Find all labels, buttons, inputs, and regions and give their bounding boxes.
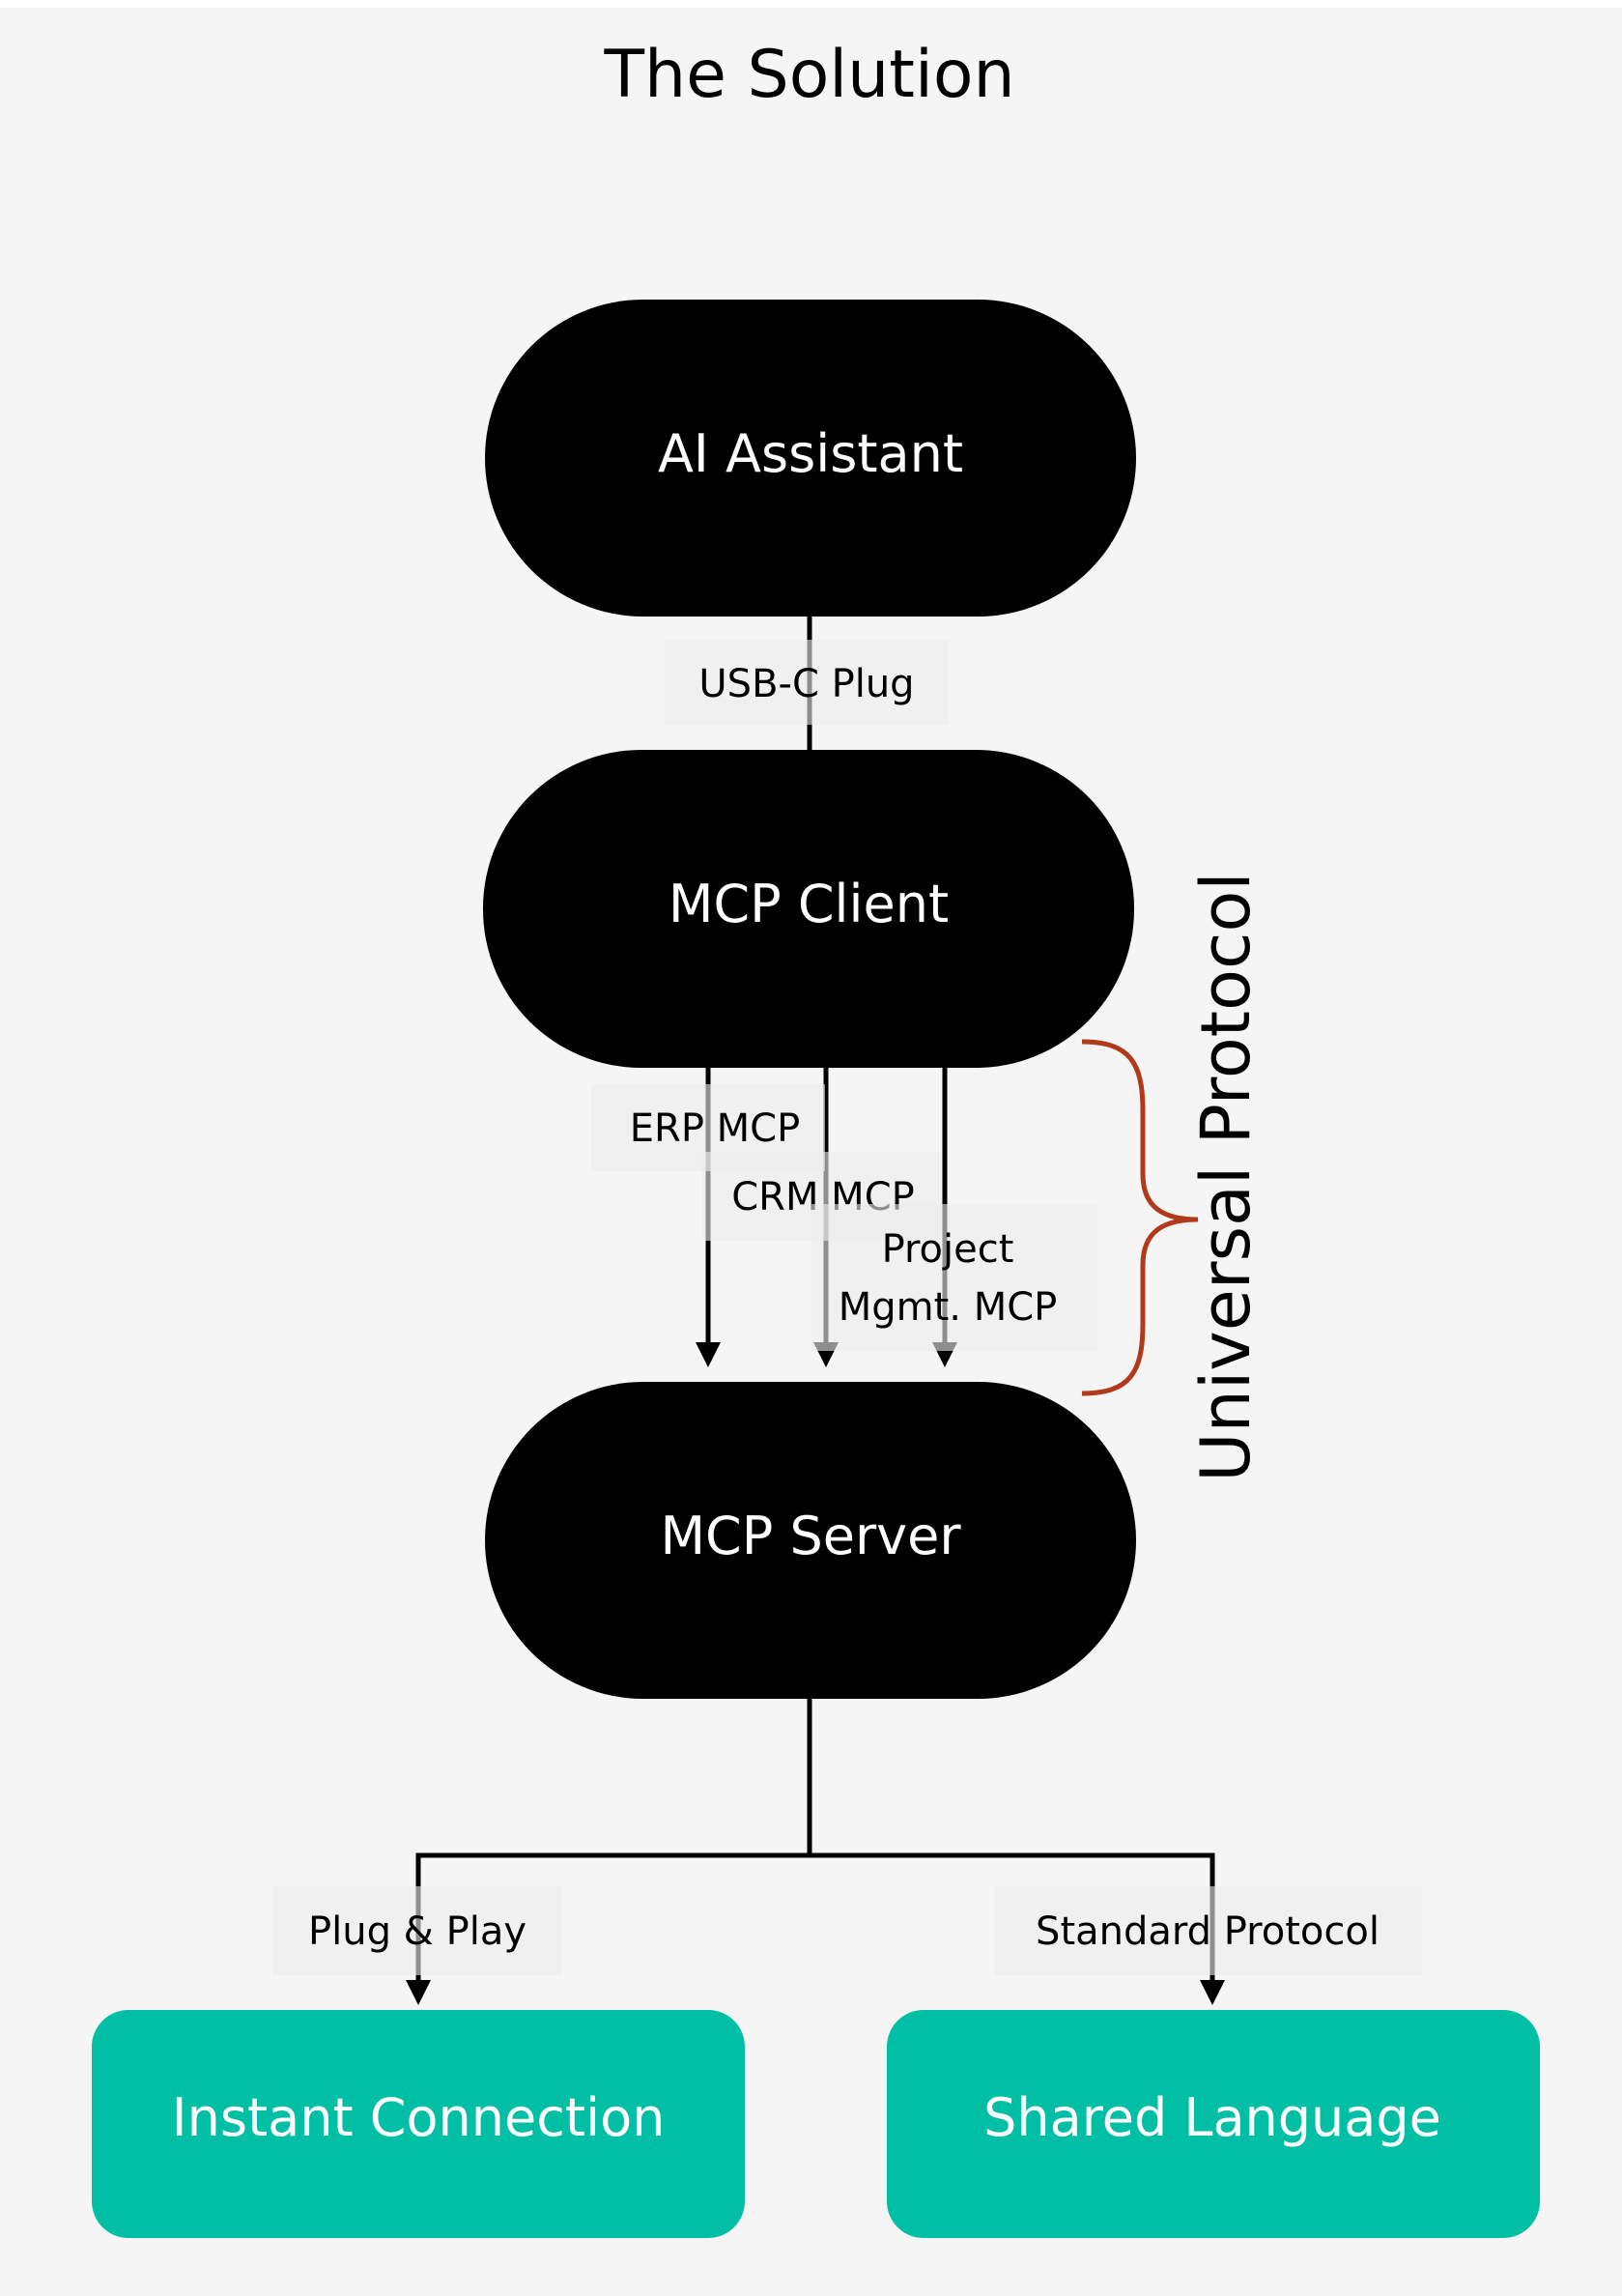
node-mcp-client-label: MCP Client <box>669 874 949 934</box>
label-bg-usb-c <box>665 640 949 725</box>
label-bg-project <box>811 1204 1097 1351</box>
label-bg-plug-play <box>272 1886 562 1975</box>
node-shared-language: Shared Language <box>887 2010 1540 2238</box>
node-ai-assistant: AI Assistant <box>485 300 1136 617</box>
node-mcp-client: MCP Client <box>483 750 1134 1068</box>
label-bg-standard-protocol <box>995 1886 1422 1975</box>
edge-label-plug-and-play: Plug & Play <box>308 1909 526 1954</box>
node-shared-language-label: Shared Language <box>983 2087 1441 2148</box>
node-mcp-server: MCP Server <box>485 1382 1136 1699</box>
node-instant-connection-label: Instant Connection <box>172 2087 666 2148</box>
edge-label-erp-mcp: ERP MCP <box>630 1106 800 1151</box>
edge-label-standard-protocol: Standard Protocol <box>1036 1909 1380 1954</box>
diagram-title: The Solution <box>603 37 1014 113</box>
node-ai-assistant-label: AI Assistant <box>658 423 963 484</box>
edge-label-project-line1: Project <box>882 1227 1014 1272</box>
node-instant-connection: Instant Connection <box>92 2010 745 2238</box>
universal-protocol-label: Universal Protocol <box>1186 872 1266 1481</box>
edge-label-usb-c-plug: USB-C Plug <box>698 662 914 706</box>
edge-label-project-line2: Mgmt. MCP <box>839 1285 1058 1330</box>
node-mcp-server-label: MCP Server <box>660 1506 961 1566</box>
universal-protocol-brace <box>1081 1039 1199 1396</box>
